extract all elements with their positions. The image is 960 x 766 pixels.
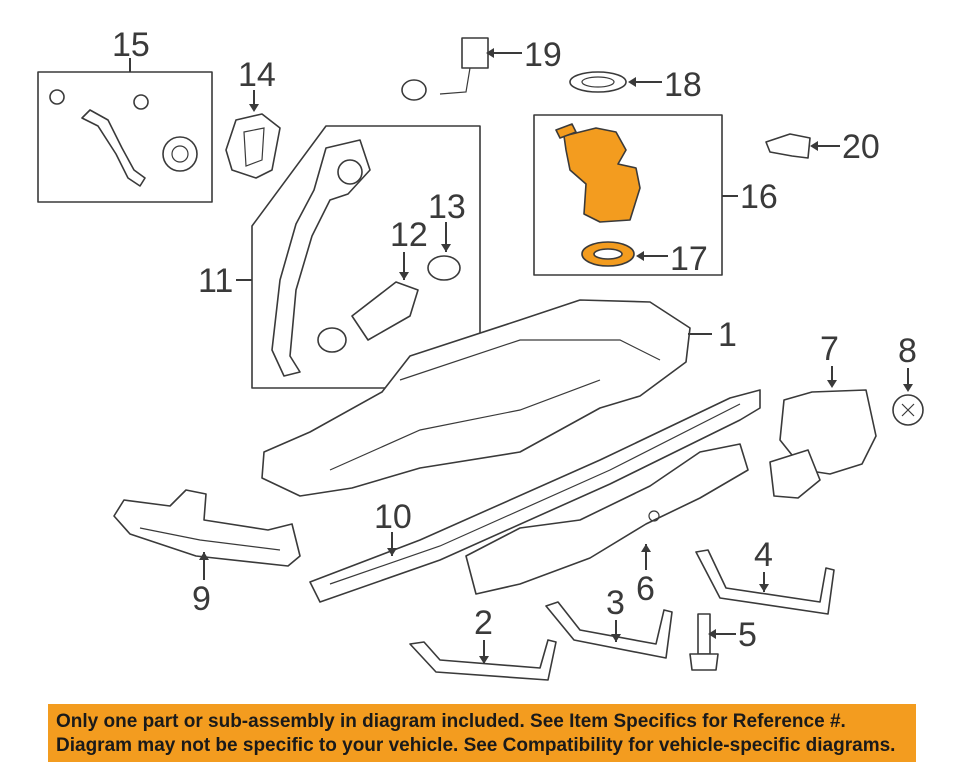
part-7-shield <box>769 366 877 499</box>
disclaimer-line-2: Diagram may not be specific to your vehi… <box>56 735 896 756</box>
callout-14: 14 <box>238 56 276 94</box>
callout-6: 6 <box>636 570 655 608</box>
callout-12: 12 <box>390 216 428 254</box>
part-6-heat-shield <box>465 443 749 595</box>
part-8-grommet <box>892 368 924 426</box>
part-11-filler-pipe-assembly <box>236 125 481 389</box>
callout-19: 19 <box>524 36 562 74</box>
part-5-bolt <box>689 613 736 671</box>
callout-13: 13 <box>428 188 466 226</box>
callout-11: 11 <box>198 262 233 300</box>
part-1-fuel-tank <box>261 299 712 497</box>
part-19-sensor <box>401 37 522 101</box>
part-10-frame-rail <box>309 389 761 603</box>
callout-5: 5 <box>738 616 757 654</box>
part-14-bracket <box>225 90 281 179</box>
callout-16: 16 <box>740 178 778 216</box>
part-15-filler-cap-kit <box>37 58 213 203</box>
callout-15: 15 <box>112 26 150 64</box>
part-18-seal <box>569 71 662 93</box>
part-2-tank-strap <box>409 639 557 681</box>
disclaimer-line-1: Only one part or sub-assembly in diagram… <box>56 711 846 732</box>
part-9-skid-plate <box>113 489 301 580</box>
part-20-clip <box>765 133 840 159</box>
callout-10: 10 <box>374 498 412 536</box>
callout-20: 20 <box>842 128 880 166</box>
callout-9: 9 <box>192 580 211 618</box>
callout-17: 17 <box>670 240 708 278</box>
callout-3: 3 <box>606 584 625 622</box>
part-16-fuel-pump-module <box>533 114 738 276</box>
disclaimer-banner: Only one part or sub-assembly in diagram… <box>48 704 916 762</box>
part-4-tank-strap <box>695 549 835 615</box>
callout-2: 2 <box>474 604 493 642</box>
parts-diagram: 15 14 19 18 20 16 17 13 12 11 1 7 8 10 9… <box>37 26 924 681</box>
callout-7: 7 <box>820 330 839 368</box>
callout-8: 8 <box>898 332 917 370</box>
callout-1: 1 <box>718 316 737 354</box>
part-3-tank-strap <box>545 601 673 659</box>
callout-18: 18 <box>664 66 702 104</box>
callout-4: 4 <box>754 536 773 574</box>
